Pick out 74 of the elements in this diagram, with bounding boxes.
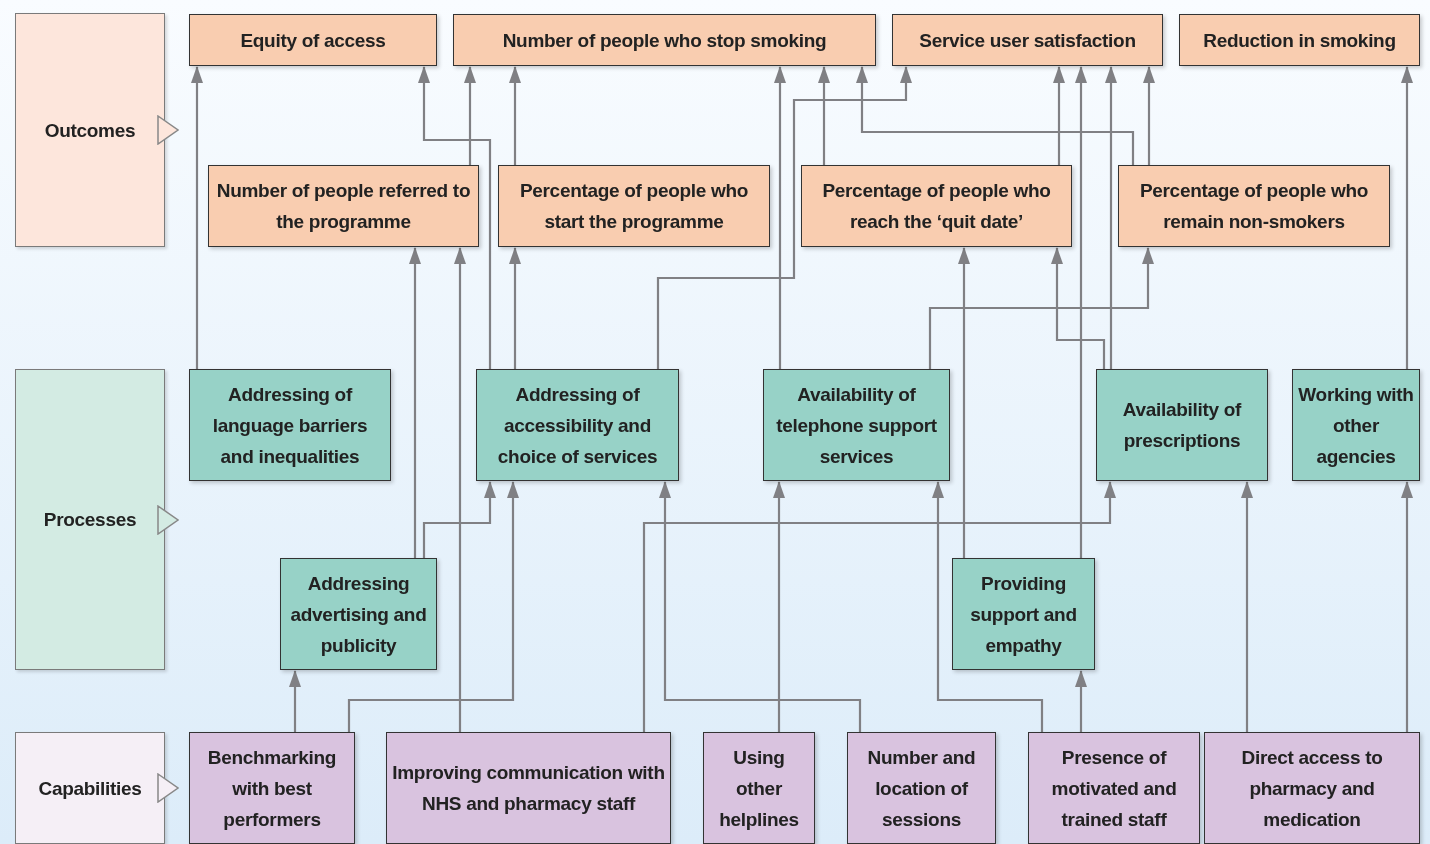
arrow <box>932 481 1044 732</box>
node-label: Percentage of people who start the programme <box>518 179 750 234</box>
arrow <box>818 66 830 165</box>
arrow <box>928 247 1154 369</box>
node-label: Using other helplines <box>718 745 800 832</box>
capability-box <box>703 732 815 844</box>
node-label: Benchmarking with best performers <box>206 745 338 832</box>
arrow <box>642 481 1116 732</box>
arrow <box>659 481 862 732</box>
outcome-box <box>801 165 1072 247</box>
node-label: Equity of access <box>240 28 386 53</box>
arrow <box>191 66 203 369</box>
node-label: Presence of motivated and trained staff <box>1050 745 1178 832</box>
node-label: Improving communication with NHS and pharmacy staff <box>391 761 666 816</box>
node-label: Providing support and empathy <box>969 571 1078 658</box>
arrow <box>856 66 1135 165</box>
capability-box <box>1028 732 1200 844</box>
arrow <box>454 247 466 732</box>
node-label: Reduction in smoking <box>1203 28 1396 53</box>
node-label: Service user satisfaction <box>919 28 1136 53</box>
arrow <box>289 670 301 732</box>
arrow <box>1105 66 1117 369</box>
node-label: Processes <box>43 508 137 532</box>
process-box <box>1096 369 1268 481</box>
arrow <box>464 66 476 165</box>
node-label: Number of people referred to the programme <box>215 179 472 234</box>
arrow <box>1075 670 1087 732</box>
arrow <box>958 247 970 558</box>
node-label: Addressing advertising and publicity <box>289 571 428 658</box>
arrow <box>1051 247 1106 369</box>
process-box <box>952 558 1095 670</box>
process-box <box>1292 369 1420 481</box>
outcome-box <box>208 165 479 247</box>
node-label: Availability of telephone support services <box>775 382 938 469</box>
arrow <box>1241 481 1253 732</box>
process-box <box>189 369 391 481</box>
arrow <box>1401 66 1413 369</box>
node-label: Outcomes <box>44 118 136 143</box>
process-box <box>763 369 950 481</box>
arrow <box>422 481 496 558</box>
node-label: Percentage of people who remain non-smokers <box>1138 179 1370 234</box>
arrow <box>409 247 421 558</box>
arrow <box>656 66 912 369</box>
arrow <box>1075 66 1087 558</box>
process-box <box>476 369 679 481</box>
arrow <box>509 247 521 369</box>
outcome-box <box>1179 14 1420 66</box>
capability-box <box>847 732 996 844</box>
node-label: Number of people who stop smoking <box>502 28 827 53</box>
arrow <box>509 66 521 165</box>
node-label: Number and location of sessions <box>866 745 977 832</box>
capability-box <box>189 732 355 844</box>
arrow <box>418 66 492 369</box>
node-label: Percentage of people who reach the ‘quit date’ <box>821 179 1052 234</box>
arrow <box>347 481 519 732</box>
outcome-box <box>1118 165 1390 247</box>
process-box <box>280 558 437 670</box>
outcome-box <box>453 14 876 66</box>
outcome-box <box>189 14 437 66</box>
node-label: Working with other agencies <box>1297 382 1415 469</box>
arrow <box>773 481 785 732</box>
node-label: Capabilities <box>38 776 142 801</box>
outcome-box <box>892 14 1163 66</box>
capability-box <box>1204 732 1420 844</box>
node-label: Addressing of language barriers and inequalities <box>211 382 369 469</box>
node-label: Availability of prescriptions <box>1121 398 1243 453</box>
node-label: Direct access to pharmacy and medication <box>1240 745 1384 832</box>
arrow <box>1143 66 1155 165</box>
arrow <box>1053 66 1065 165</box>
arrow <box>1401 481 1413 732</box>
node-label: Addressing of accessibility and choice of services <box>496 382 659 469</box>
capability-box <box>386 732 671 844</box>
outcome-box <box>498 165 770 247</box>
arrow <box>774 66 786 369</box>
